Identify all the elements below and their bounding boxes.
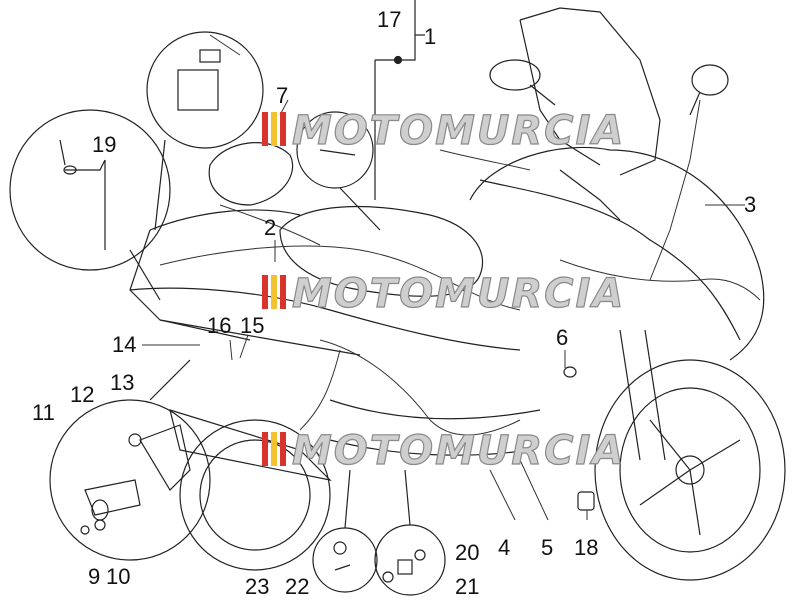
part-18 bbox=[577, 491, 595, 511]
callout-14: 14 bbox=[112, 332, 136, 357]
callout-6: 6 bbox=[556, 325, 568, 350]
callout-17: 17 bbox=[377, 7, 401, 32]
svg-text:MOTOMURCIA: MOTOMURCIA bbox=[292, 108, 625, 154]
detail-circle-11 bbox=[49, 359, 211, 561]
detail-circle-7 bbox=[296, 111, 381, 231]
callout-labels: 1 2 3 4 5 6 7 9 10 11 12 13 14 15 16 17 … bbox=[32, 7, 756, 599]
part-6 bbox=[563, 366, 577, 378]
watermark-3: MOTOMURCIA bbox=[262, 427, 625, 475]
callout-7: 7 bbox=[276, 83, 288, 108]
callout-18: 18 bbox=[574, 535, 598, 560]
callout-16: 16 bbox=[207, 313, 231, 338]
front-wheel bbox=[594, 359, 786, 581]
callout-10: 10 bbox=[106, 564, 130, 589]
callout-2: 2 bbox=[264, 215, 276, 240]
watermark-2: MOTOMURCIA bbox=[262, 270, 625, 318]
callout-21: 21 bbox=[455, 574, 479, 599]
detail-circle-19 bbox=[9, 109, 171, 301]
callout-13: 13 bbox=[110, 370, 134, 395]
leader-lines bbox=[142, 34, 745, 521]
callout-19: 19 bbox=[92, 132, 116, 157]
svg-text:MOTOMURCIA: MOTOMURCIA bbox=[292, 271, 625, 317]
detail-circle-21 bbox=[374, 469, 446, 596]
callout-4: 4 bbox=[498, 535, 510, 560]
callout-11: 11 bbox=[32, 400, 55, 425]
callout-3: 3 bbox=[744, 192, 756, 217]
callout-9: 9 bbox=[88, 564, 100, 589]
scooter-outline bbox=[129, 7, 765, 481]
wiring-harness bbox=[159, 99, 761, 436]
detail-circle-17 bbox=[146, 31, 264, 231]
svg-text:MOTOMURCIA: MOTOMURCIA bbox=[292, 428, 625, 474]
detail-circle-23 bbox=[312, 469, 378, 593]
callout-23: 23 bbox=[245, 574, 269, 599]
callout-12: 12 bbox=[70, 382, 94, 407]
watermark-1: MOTOMURCIA bbox=[262, 107, 625, 155]
rear-wheel bbox=[179, 419, 331, 571]
callout-20: 20 bbox=[455, 540, 479, 565]
bracket-1 bbox=[374, 0, 425, 200]
callout-5: 5 bbox=[541, 535, 553, 560]
callout-22: 22 bbox=[285, 574, 309, 599]
callout-15: 15 bbox=[240, 313, 264, 338]
callout-1: 1 bbox=[424, 24, 436, 49]
